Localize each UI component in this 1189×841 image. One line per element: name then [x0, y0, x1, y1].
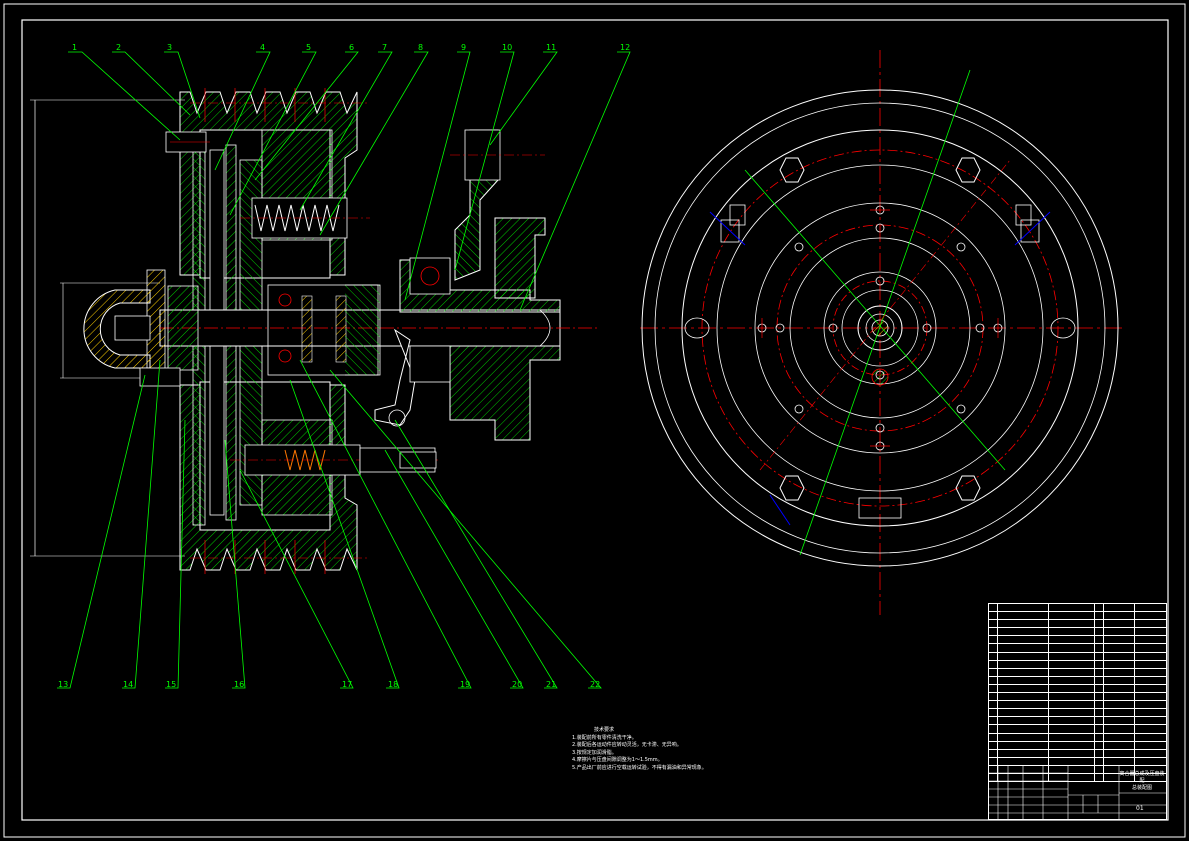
parts-row [988, 724, 1167, 734]
parts-row [988, 627, 1167, 637]
drawing-name-line1: 离合器总成及压盘装配 [1119, 771, 1165, 784]
parts-row [988, 611, 1167, 621]
inner-frame [21, 19, 1169, 821]
section-view [30, 88, 600, 574]
drawing-name: 离合器总成及压盘装配 总装配图 [1119, 771, 1165, 792]
title-block: 离合器总成及压盘装配 总装配图 01 [988, 602, 1167, 820]
parts-row [988, 700, 1167, 710]
part-label: 2 [116, 43, 121, 52]
parts-row [988, 732, 1167, 742]
title-block-bottom: 离合器总成及压盘装配 总装配图 01 [988, 765, 1167, 820]
part-label: 17 [342, 680, 352, 689]
part-label: 10 [502, 43, 512, 52]
parts-row [988, 619, 1167, 629]
part-label: 9 [461, 43, 466, 52]
drawing-name-line2: 总装配图 [1131, 785, 1152, 791]
tech-note: 5.产品出厂前应进行空载运转试验，不得有漏油和异常现象。 [572, 764, 707, 771]
parts-row [988, 748, 1167, 758]
title-block-grid [988, 765, 1167, 820]
part-label: 1 [72, 43, 77, 52]
parts-row [988, 708, 1167, 718]
parts-row [988, 716, 1167, 726]
part-label: 3 [167, 43, 172, 52]
technical-requirements: 技术要求 1.装配前所有零件清洗干净。 2.装配后各运动件应转动灵活，无卡滞、无… [572, 727, 707, 773]
part-label: 5 [306, 43, 311, 52]
parts-row [988, 635, 1167, 645]
parts-row [988, 602, 1167, 613]
parts-row [988, 740, 1167, 750]
part-label: 7 [382, 43, 387, 52]
parts-row [988, 659, 1167, 669]
part-label: 4 [260, 43, 265, 52]
end-view [640, 50, 1125, 615]
part-label: 13 [58, 680, 68, 689]
part-label: 12 [620, 43, 630, 52]
part-label: 8 [418, 43, 423, 52]
outer-frame [3, 3, 1186, 838]
tech-note: 4.摩擦片与压盘间隙调整为1～1.5mm。 [572, 757, 663, 764]
part-label: 21 [546, 680, 556, 689]
parts-row [988, 675, 1167, 685]
leader-lines [57, 51, 631, 689]
tech-note: 2.装配后各运动件应转动灵活，无卡滞、无异响。 [572, 742, 682, 749]
tech-note: 3.按规定加润滑脂。 [572, 749, 617, 756]
part-label: 14 [123, 680, 133, 689]
parts-row [988, 692, 1167, 702]
tech-note: 1.装配前所有零件清洗干净。 [572, 734, 637, 741]
part-label-group: 1 2 3 4 5 6 7 8 9 10 11 12 13 14 15 16 1… [58, 43, 630, 689]
parts-row [988, 643, 1167, 653]
part-label: 16 [234, 680, 244, 689]
part-label: 19 [460, 680, 470, 689]
parts-row [988, 667, 1167, 677]
part-label: 20 [512, 680, 522, 689]
part-label: 22 [590, 680, 600, 689]
part-label: 6 [349, 43, 354, 52]
part-label: 11 [546, 43, 556, 52]
part-label: 18 [388, 680, 398, 689]
tech-notes-title: 技术要求 [594, 727, 615, 733]
parts-row [988, 651, 1167, 661]
parts-list [988, 602, 1167, 783]
part-label: 15 [166, 680, 176, 689]
drawing-code: 01 [1136, 805, 1144, 812]
parts-row [988, 683, 1167, 694]
